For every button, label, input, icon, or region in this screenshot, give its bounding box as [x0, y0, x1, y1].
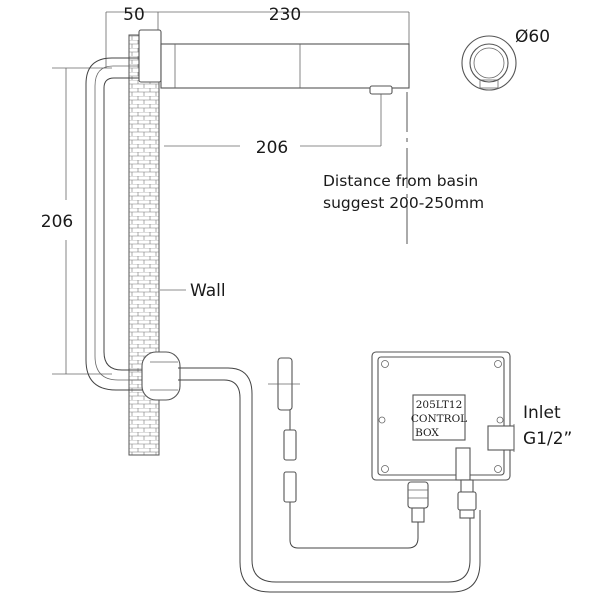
outlet-hose-fitting	[457, 479, 477, 519]
water-inlet-fitting	[487, 424, 515, 452]
basin-distance-label: Distance from basin	[323, 172, 478, 190]
control-box	[371, 351, 511, 481]
spout-diameter-dimension: Ø60	[515, 27, 550, 47]
vertical-pipe-height-dimension: 206	[41, 212, 73, 232]
inlet-label: Inlet	[523, 403, 561, 423]
spout-length-dimension: 230	[269, 5, 301, 25]
wall-label: Wall	[190, 281, 226, 301]
cable-connector-upper	[283, 429, 297, 461]
basin-distance-suggestion: suggest 200-250mm	[323, 194, 484, 212]
control-box-subtitle: BOX	[415, 427, 439, 439]
wall-fitting	[141, 351, 181, 401]
cable-clip	[268, 357, 300, 411]
control-box-title: CONTROL	[411, 413, 467, 425]
inlet-thread-size: G1/2”	[523, 429, 572, 449]
wall-thickness-dimension: 50	[123, 5, 145, 25]
cable-connector-lower	[283, 471, 297, 503]
spout-body	[138, 29, 410, 95]
spout-wall-dimension-lines	[164, 92, 382, 147]
vertical-supply-pipe	[85, 57, 150, 391]
control-box-model: 205LT12	[416, 399, 463, 411]
spout-front-view	[461, 35, 517, 91]
left-vertical-dimension-lines	[52, 67, 112, 375]
control-box-plug	[407, 481, 429, 523]
spout-to-wall-dimension: 206	[256, 138, 288, 158]
